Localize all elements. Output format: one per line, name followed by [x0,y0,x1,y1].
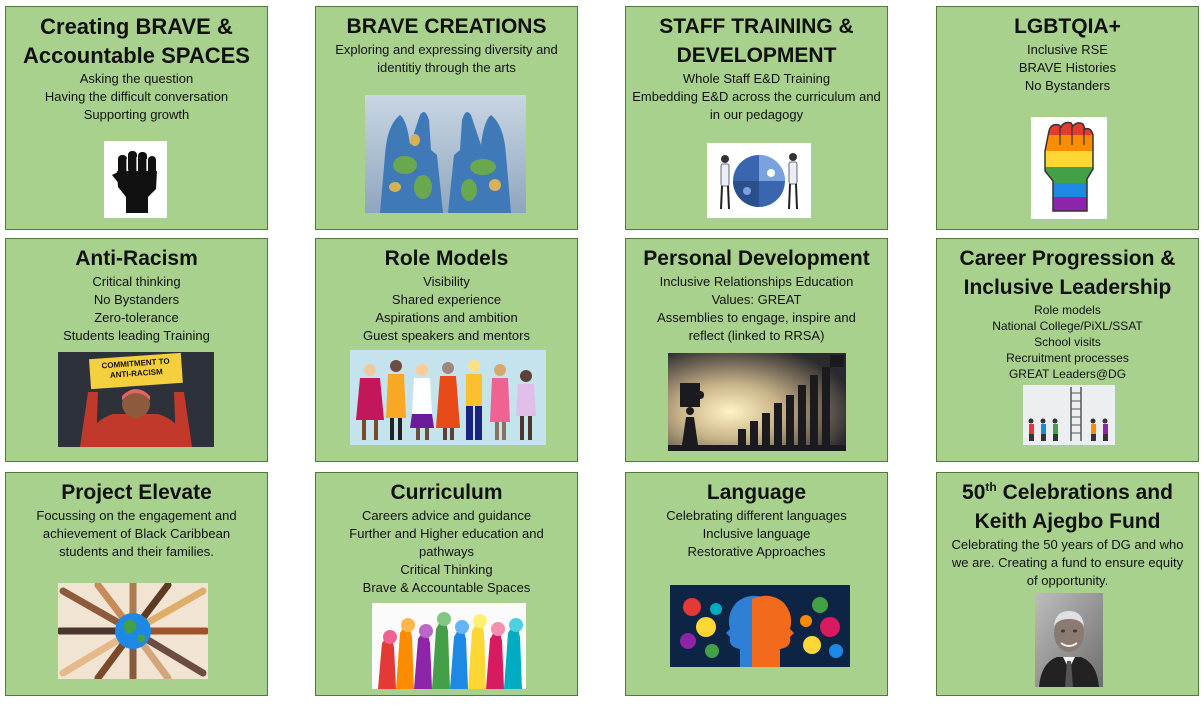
card-title: Language [706,481,807,504]
card-line: Inclusive Relationships Education [659,274,854,289]
card-line: Critical Thinking [400,562,493,577]
colorful-hands-image [372,603,526,689]
card-title: Curriculum [390,481,503,504]
card-line: Embedding E&D across the curriculum and … [632,89,881,122]
card-line: Further and Higher education and pathway… [349,526,544,559]
portrait-photo [1035,593,1103,687]
protest-sign-image: COMMITMENT TO ANTI-RACISM [58,352,214,447]
card-50th-celebrations: 50th Celebrations and Keith Ajegbo Fund … [936,472,1199,696]
card-lgbtqia: LGBTQIA+ Inclusive RSE BRAVE Histories N… [936,6,1199,230]
card-line: School visits [1034,335,1101,349]
card-title: Role Models [384,247,509,270]
card-project-elevate: Project Elevate Focussing on the engagem… [5,472,268,696]
card-title: 50th Celebrations and Keith Ajegbo Fund [937,473,1198,536]
card-curriculum: Curriculum Careers advice and guidance F… [315,472,578,696]
painted-globe-hands-image [365,95,526,213]
card-title: LGBTQIA+ [1014,15,1121,38]
card-line: Brave & Accountable Spaces [362,580,531,595]
card-staff-training: STAFF TRAINING & DEVELOPMENT Whole Staff… [625,6,888,230]
card-line: Exploring and expressing diversity and i… [335,42,558,75]
title-superscript: th [985,480,997,494]
card-brave-spaces: Creating BRAVE & Accountable SPACES Aski… [5,6,268,230]
card-title: Personal Development [643,247,870,270]
card-line: Assemblies to engage, inspire and reflec… [657,310,856,343]
card-line: Focussing on the engagement and achievem… [36,508,237,559]
card-line: Inclusive language [702,526,811,541]
card-line: Students leading Training [63,328,210,343]
title-number: 50 [962,481,986,504]
card-line: Visibility [423,274,470,289]
card-line: Inclusive RSE [1027,42,1108,57]
card-line: GREAT Leaders@DG [1008,367,1127,381]
card-line: Restorative Approaches [687,544,826,559]
card-line: Aspirations and ambition [375,310,518,325]
card-personal-development: Personal Development Inclusive Relations… [625,238,888,462]
card-line: Role models [1034,303,1101,317]
rainbow-fist-icon [1031,117,1107,219]
card-title: STAFF TRAINING & DEVELOPMENT [659,15,854,67]
card-role-models: Role Models Visibility Shared experience… [315,238,578,462]
raised-fist-icon [104,141,167,218]
two-heads-image [670,585,850,667]
ladder-people-image [1023,385,1115,445]
puzzle-people-image [707,143,811,218]
title-rest: Celebrations and Keith Ajegbo Fund [974,481,1173,533]
hands-globe-image [58,583,208,679]
card-title: Project Elevate [61,481,212,504]
card-line: Recruitment processes [1006,351,1129,365]
card-line: Guest speakers and mentors [363,328,530,343]
card-anti-racism: Anti-Racism Critical thinking No Bystand… [5,238,268,462]
card-language: Language Celebrating different languages… [625,472,888,696]
card-line: No Bystanders [1024,78,1111,93]
card-title: Anti-Racism [75,247,198,270]
card-line: Celebrating the 50 years of DG and who w… [951,537,1184,588]
card-line: Zero-tolerance [94,310,179,325]
card-line: Careers advice and guidance [361,508,532,523]
diverse-women-image [350,350,546,445]
card-title: Creating BRAVE & Accountable SPACES [23,14,250,68]
puzzle-bars-image [668,353,846,451]
card-line: Celebrating different languages [666,508,847,523]
card-line: Critical thinking [92,274,181,289]
card-brave-creations: BRAVE CREATIONS Exploring and expressing… [315,6,578,230]
card-career-progression: Career Progression & Inclusive Leadershi… [936,238,1199,462]
card-title: Career Progression & Inclusive Leadershi… [959,247,1176,299]
card-line: BRAVE Histories [1018,60,1117,75]
card-line: Having the difficult conversation [44,89,229,104]
card-line: Values: GREAT [711,292,802,307]
card-line: Supporting growth [83,107,190,122]
card-line: Whole Staff E&D Training [682,71,831,86]
card-title: BRAVE CREATIONS [346,15,547,38]
card-line: National College/PiXL/SSAT [992,319,1143,333]
card-line: Asking the question [79,71,194,86]
card-line: No Bystanders [93,292,180,307]
card-line: Shared experience [391,292,502,307]
